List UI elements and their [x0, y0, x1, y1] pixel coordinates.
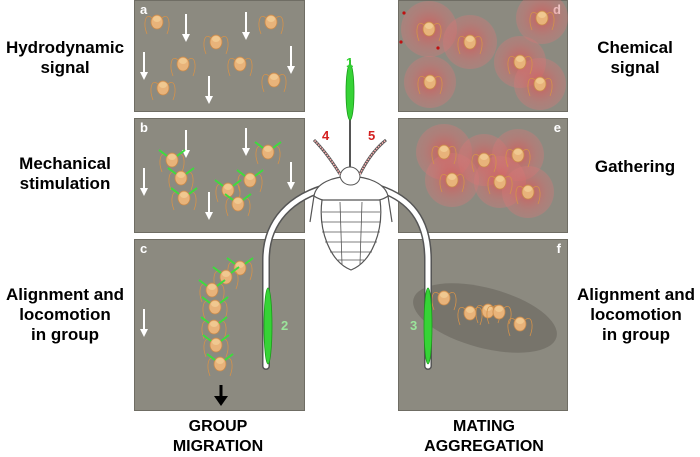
- label-number-2: 2: [281, 318, 289, 333]
- trilobite: [262, 60, 432, 370]
- label-alignment-left: Alignment and locomotion in group: [5, 285, 125, 344]
- label-number-1: 1: [346, 55, 354, 70]
- sensor-3: [423, 287, 433, 365]
- label-mating-aggregation: MATING AGGREGATION: [424, 418, 544, 455]
- label-number-4: 4: [322, 128, 330, 143]
- panel-a-content: [139, 11, 296, 105]
- panel-letter-a: a: [140, 2, 148, 17]
- panel-letter-f: f: [556, 241, 561, 256]
- sensor-1: [345, 63, 355, 121]
- panel-d-content: [399, 0, 568, 110]
- label-alignment-right: Alignment and locomotion in group: [576, 285, 696, 344]
- label-hydrodynamic-signal: Hydrodynamic signal: [5, 38, 125, 77]
- label-chemical-signal: Chemical signal: [597, 38, 673, 77]
- panel-letter-c: c: [140, 241, 148, 256]
- sensor-2: [263, 287, 273, 365]
- panel-c-content: [139, 258, 253, 406]
- panel-letter-b: b: [140, 120, 148, 135]
- panel-b-content: [139, 127, 296, 221]
- label-gathering: Gathering: [594, 157, 676, 176]
- label-group-migration: GROUP MIGRATION: [172, 418, 264, 455]
- label-number-5: 5: [368, 128, 376, 143]
- label-number-3: 3: [410, 318, 418, 333]
- panel-e-content: [416, 124, 554, 218]
- panel-b: b: [134, 118, 305, 233]
- panel-f-content: [413, 283, 557, 353]
- label-mechanical-stimulation: Mechanical stimulation: [19, 154, 111, 193]
- panel-letter-e: e: [553, 120, 561, 135]
